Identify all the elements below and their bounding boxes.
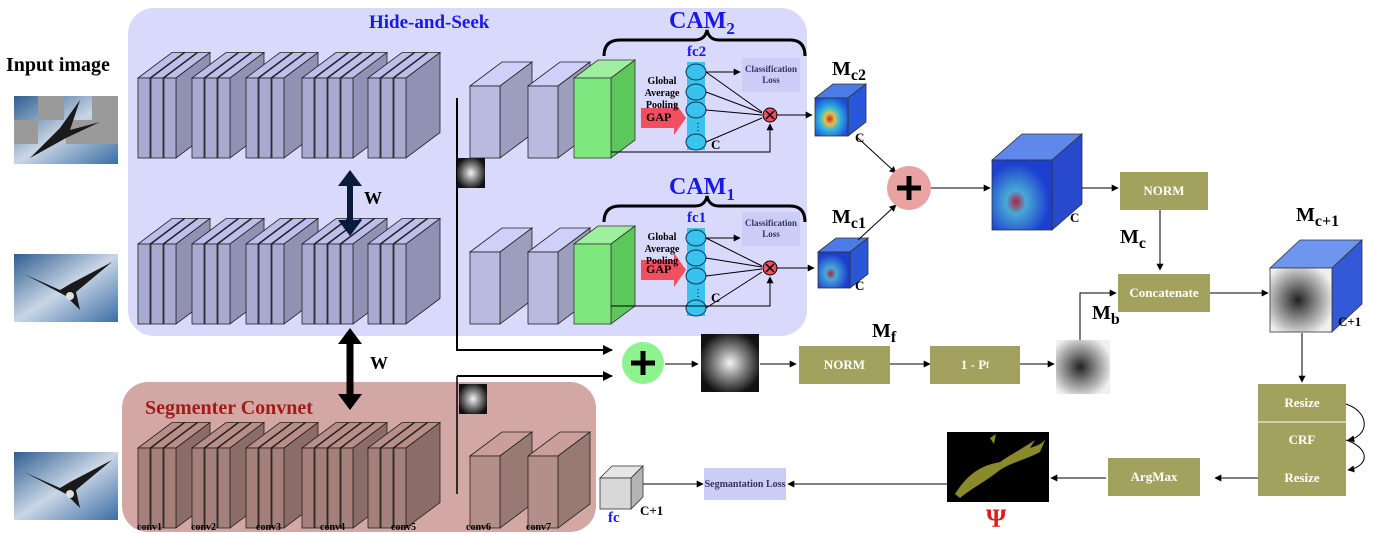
crf-block: CRF bbox=[1288, 432, 1316, 447]
weight-share-arrow-bottom bbox=[338, 328, 362, 410]
mc1plus-cube bbox=[1268, 239, 1364, 383]
mc2-c-label: C bbox=[855, 130, 865, 145]
mc2-heatmap-cube bbox=[813, 83, 868, 137]
fc-c-label: C+1 bbox=[640, 503, 664, 518]
seg-conv5-slice bbox=[392, 421, 442, 529]
conv-label-2: conv2 bbox=[191, 522, 216, 533]
conv-label-6: conv6 bbox=[466, 522, 491, 533]
gap-label-mid: GAP bbox=[646, 262, 672, 276]
fused-heatmap-cube bbox=[990, 133, 1119, 231]
weight-share-bottom-label: W bbox=[370, 353, 388, 373]
argmax-block: ArgMax bbox=[1108, 458, 1200, 496]
mc2-label: Mc2 bbox=[832, 58, 866, 84]
resize-block-2: Resize bbox=[1284, 470, 1320, 485]
svg-text:⋮: ⋮ bbox=[693, 288, 703, 299]
small-attention-map-bottom bbox=[459, 384, 487, 414]
top-conv6 bbox=[468, 61, 534, 159]
fused-grayscale-map bbox=[701, 334, 759, 392]
gap-label-top: GAP bbox=[646, 110, 672, 124]
fc1-neurons: ⋮ bbox=[685, 228, 707, 317]
gap-arrow-mid bbox=[641, 253, 686, 287]
mid-conv6 bbox=[468, 227, 534, 325]
green-feature-layer-mid bbox=[572, 225, 637, 325]
mb-label: Mb bbox=[1092, 302, 1120, 328]
segmentation-loss-box: Segmantation Loss bbox=[704, 468, 786, 500]
hide-and-seek-title: Hide-and-Seek bbox=[369, 12, 490, 33]
fc2-neurons: ⋮ bbox=[685, 62, 707, 151]
input-image-original bbox=[14, 254, 118, 322]
cam2-multiply bbox=[611, 68, 813, 153]
classification-loss-top: Classification Loss bbox=[742, 58, 800, 92]
mc1-label: Mc1 bbox=[832, 206, 866, 232]
sum-node-cam bbox=[857, 137, 991, 241]
cam1-multiply bbox=[611, 234, 815, 309]
conv-label-1: conv1 bbox=[137, 522, 162, 533]
mc1-c-label: C bbox=[855, 278, 865, 293]
mc1plus-c-label: C+1 bbox=[1338, 314, 1362, 329]
norm-block-top: NORM bbox=[1120, 172, 1208, 210]
svg-text:⋮: ⋮ bbox=[693, 122, 703, 133]
conv-label-5: conv5 bbox=[391, 522, 416, 533]
fc1-label: fc1 bbox=[687, 210, 707, 226]
conv-label-3: conv3 bbox=[256, 522, 281, 533]
cam2-title: CAM2 bbox=[669, 8, 735, 38]
fc2-label: fc2 bbox=[687, 44, 707, 60]
top-conv5-slice bbox=[392, 51, 442, 159]
conv-label-4: conv4 bbox=[320, 522, 345, 533]
gap-caption-mid: Global Average Pooling bbox=[644, 232, 680, 267]
seg-conv6 bbox=[468, 431, 534, 529]
small-attention-map-top bbox=[457, 158, 485, 188]
cam1-bracket bbox=[602, 195, 807, 223]
gap-arrow-top bbox=[641, 101, 686, 135]
cam2-bracket bbox=[602, 29, 807, 57]
seg-conv7 bbox=[526, 431, 592, 529]
segmenter-conv-stack bbox=[136, 421, 592, 529]
fc2-c-label: C bbox=[711, 137, 721, 152]
input-image-label: Input image bbox=[6, 54, 110, 76]
input-image-hidden bbox=[14, 96, 118, 164]
input-image-segmenter bbox=[14, 452, 118, 520]
gap-caption-top: Global Average Pooling bbox=[644, 76, 680, 111]
conv-label-7: conv7 bbox=[526, 522, 551, 533]
fc-cube bbox=[599, 465, 644, 510]
cam1-title: CAM1 bbox=[669, 174, 735, 204]
green-feature-layer-top bbox=[572, 59, 637, 159]
mc1-heatmap-cube bbox=[816, 237, 870, 289]
fc-label: fc bbox=[608, 510, 620, 526]
psi-symbol: Ψ bbox=[986, 504, 1007, 533]
fc1-c-label: C bbox=[711, 290, 721, 305]
mid-conv5-slice bbox=[392, 217, 442, 325]
resize-block-1: Resize bbox=[1284, 395, 1320, 410]
segmentation-mask bbox=[947, 432, 1049, 502]
fused-c-label: C bbox=[1070, 210, 1080, 225]
weight-share-arrow-top bbox=[338, 170, 362, 236]
norm-block-bottom: NORM bbox=[799, 346, 890, 384]
sum-node-fusion bbox=[622, 342, 664, 384]
inverted-background-map bbox=[1056, 340, 1110, 394]
classification-loss-mid: Classification Loss bbox=[742, 212, 800, 246]
concatenate-block: Concatenate bbox=[1118, 274, 1210, 312]
mc-label: Mc bbox=[1120, 226, 1146, 252]
mf-label: Mf bbox=[872, 320, 897, 346]
mc1plus-label: Mc+1 bbox=[1296, 204, 1340, 230]
resize-crf-stack bbox=[1258, 384, 1365, 496]
weight-share-top-label: W bbox=[364, 188, 382, 208]
segmenter-title: Segmenter Convnet bbox=[145, 397, 313, 419]
